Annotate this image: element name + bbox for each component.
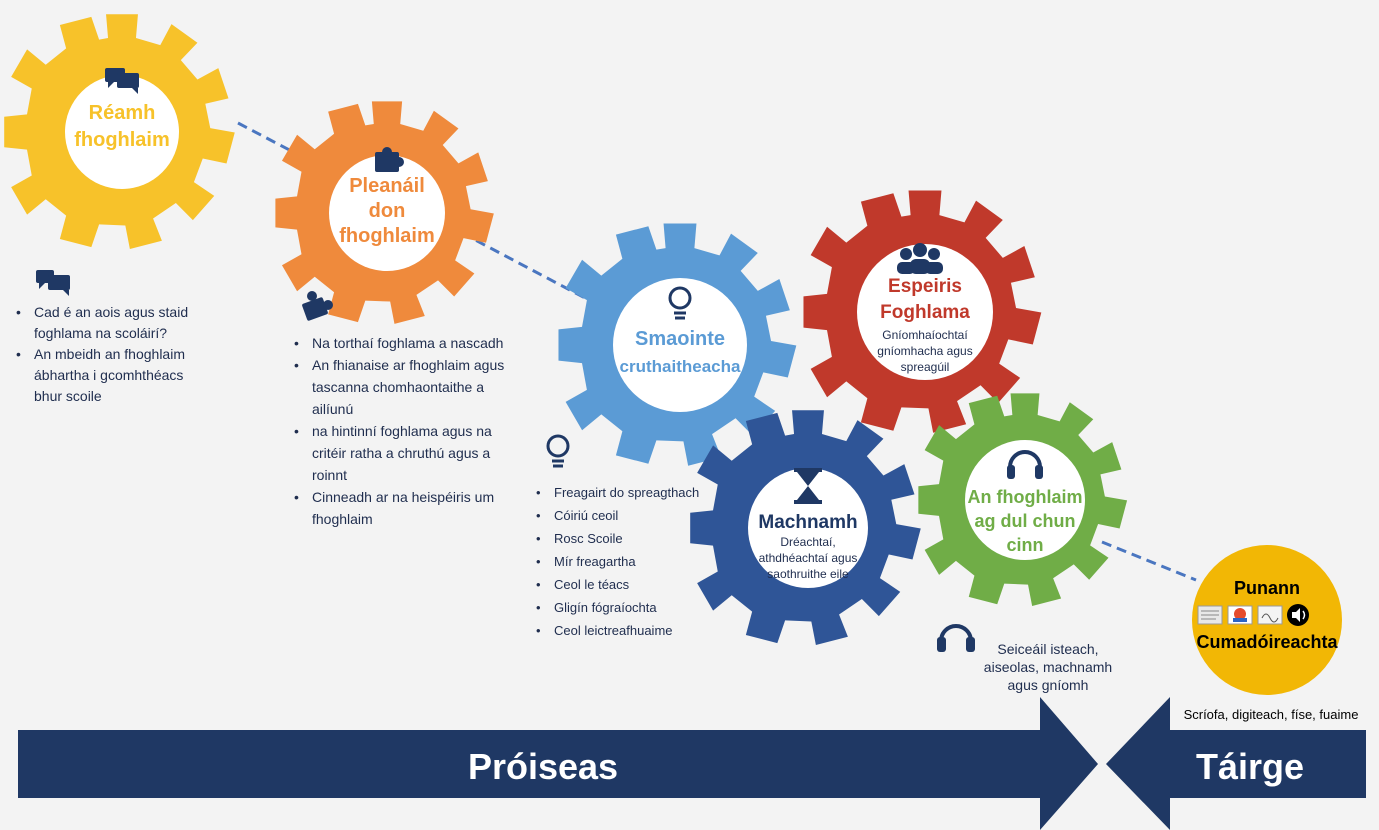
connector-dashed-3 [1101, 540, 1197, 582]
hourglass-icon [794, 468, 822, 504]
list-item: na hintinní foghlama agus na critéir rat… [290, 420, 512, 486]
gear-espeiris-line-2: Foghlama [880, 302, 970, 323]
punann-subtitle: Cumadóireachta [1196, 632, 1338, 652]
list-item: Rosc Scoile [532, 527, 712, 550]
product-arrow: Táirge [1106, 697, 1366, 830]
list-item: Cóiriú ceoil [532, 504, 712, 527]
gear-espeiris-sub-3: spreagúil [901, 360, 950, 374]
process-label: Próiseas [468, 746, 618, 787]
formats-caption: Scríofa, digiteach, físe, fuaime [1184, 707, 1359, 722]
gear-smaointe-line-1: Smaointe [635, 328, 725, 350]
gear-fhoghlaim-line-2: ag dul chun [975, 511, 1076, 531]
connector-dashed-2 [461, 231, 586, 300]
gear-machnamh-sub-1: Dréachtaí, [780, 535, 835, 549]
gear-smaointe-cruthaitheacha: Smaointe cruthaitheacha [558, 223, 797, 466]
list-item: Na torthaí foghlama a nascadh [290, 332, 512, 354]
list-item: Cad é an aois agus staid foghlama na sco… [12, 302, 212, 344]
gear-reamh-line-2: fhoghlaim [74, 129, 170, 151]
list-item: Freagairt do spreagthach [532, 481, 712, 504]
reamh-list: Cad é an aois agus staid foghlama na sco… [12, 302, 212, 407]
list-item: Gligín fógraíochta [532, 596, 712, 619]
smaointe-list: Freagairt do spreagthach Cóiriú ceoil Ro… [532, 481, 712, 642]
gear-pleanail-don-fhoghlaim: Pleanáil don fhoghlaim [275, 101, 494, 324]
gear-espeiris-foghlama: Espeiris Foghlama Gníomhaíochtaí gníomha… [803, 190, 1042, 433]
gear-fhoghlaim-line-3: cinn [1006, 535, 1043, 555]
gear-pleanail-line-3: fhoghlaim [339, 225, 435, 247]
speech-bubbles-icon [36, 270, 70, 296]
puzzle-piece-icon [375, 147, 404, 172]
gear-machnamh-sub-3: saothruithe eile [767, 567, 849, 581]
gear-fhoghlaim-line-1: An fhoghlaim [968, 487, 1083, 507]
document-thumbnail-icon [1197, 605, 1223, 625]
list-item: An mbeidh an fhoghlaim ábhartha i gcomht… [12, 344, 212, 407]
headphones-icon [1007, 450, 1043, 479]
gear-reamh-line-1: Réamh [89, 102, 156, 124]
punann-title: Punann [1234, 578, 1300, 598]
list-item: An fhianaise ar fhoghlaim agus tascanna … [290, 354, 512, 420]
list-item: Ceol le téacs [532, 573, 712, 596]
fhoghlaim-note: Seiceáil isteach, aiseolas, machnamh agu… [983, 641, 1113, 693]
gear-reamh-fhoghlaim: Réamh fhoghlaim [4, 14, 235, 250]
gear-machnamh-sub-2: athdhéachtaí agus [759, 551, 858, 565]
list-item: Ceol leictreafhuaime [532, 619, 712, 642]
gear-smaointe-line-2: cruthaitheacha [620, 357, 741, 376]
list-item: Cinneadh ar na heispéiris um fhoghlaim [290, 486, 512, 530]
gear-espeiris-sub-2: gníomhacha agus [877, 344, 972, 358]
pleanail-list: Na torthaí foghlama a nascadh An fhianai… [290, 332, 512, 530]
audio-waveform-icon [1227, 605, 1253, 625]
group-people-icon [897, 243, 943, 274]
process-arrow: Próiseas [18, 697, 1098, 830]
music-notation-icon [1257, 605, 1283, 625]
lightbulb-icon [668, 286, 692, 320]
punann-portfolio-circle: Punann Cumadóireachta [1192, 545, 1342, 695]
lightbulb-icon [546, 434, 570, 468]
gear-pleanail-line-1: Pleanáil [349, 175, 425, 197]
list-item: Mír freagartha [532, 550, 712, 573]
gear-fhoghlaim-ag-dul-chun-cinn: An fhoghlaim ag dul chun cinn [918, 393, 1128, 606]
speaker-icon [1287, 604, 1309, 626]
gear-machnamh: Machnamh Dréachtaí, athdhéachtaí agus sa… [690, 410, 921, 646]
gear-machnamh-title: Machnamh [758, 512, 857, 533]
headphones-icon [937, 624, 975, 652]
speech-bubbles-icon [105, 68, 139, 94]
product-label: Táirge [1196, 746, 1304, 787]
gear-espeiris-sub-1: Gníomhaíochtaí [882, 328, 968, 342]
gear-espeiris-line-1: Espeiris [888, 276, 962, 297]
gear-pleanail-line-2: don [369, 200, 406, 222]
puzzle-piece-icon [302, 291, 333, 321]
